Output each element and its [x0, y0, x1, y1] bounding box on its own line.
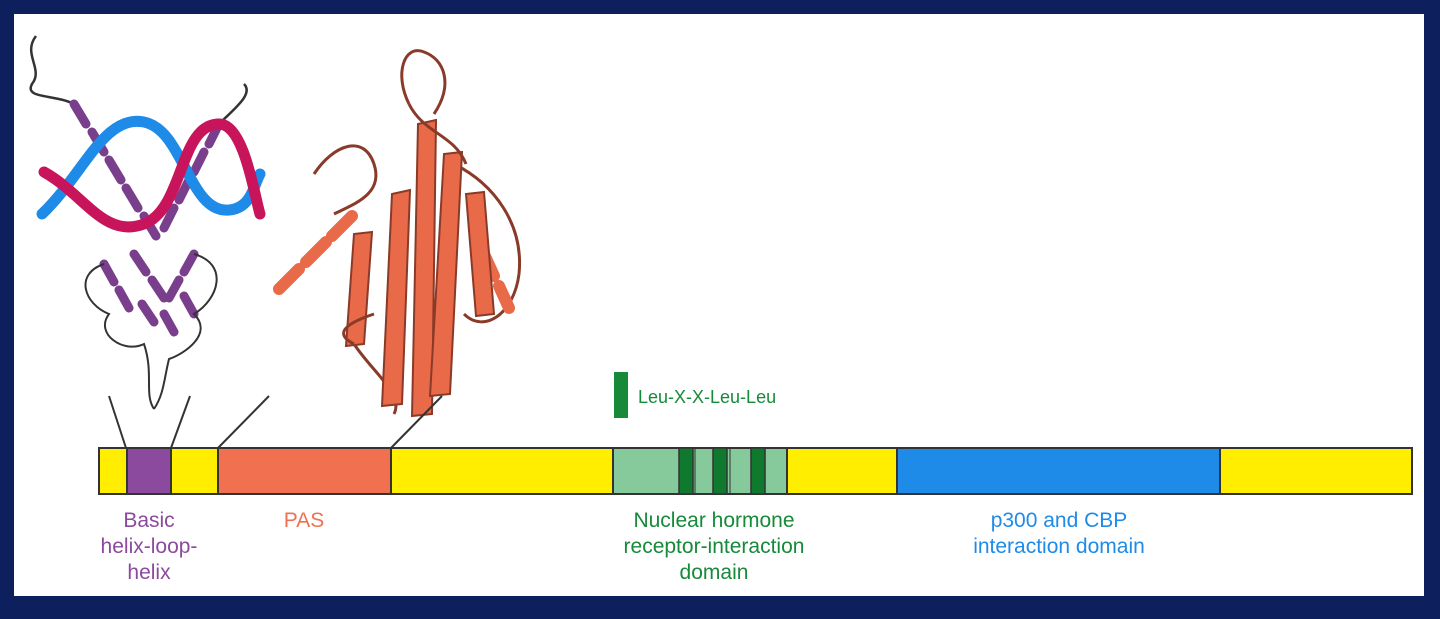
nhr-motif-band-2: [712, 447, 728, 495]
leu-motif-marker: [614, 372, 628, 418]
p300-label: p300 and CBP interaction domain: [973, 509, 1145, 558]
nhr-motif-band-3: [750, 447, 766, 495]
pas-label: PAS: [283, 509, 325, 532]
bhlh-dna-structure: [29, 35, 266, 410]
leu-motif-label: Leu-X-X-Leu-Leu: [638, 387, 777, 407]
bhlh-segment: [126, 447, 172, 495]
nhr-motif-band-1: [678, 447, 694, 495]
pas-segment: [217, 447, 392, 495]
domain-bar: [98, 447, 1413, 495]
diagram-artwork: [29, 35, 1413, 495]
p300-segment: [896, 447, 1221, 495]
connector-lines: [108, 395, 443, 449]
pas-structure: [273, 49, 522, 418]
nhr-label: Nuclear hormone receptor-interaction dom…: [623, 509, 805, 584]
bhlh-label: Basic helix-loop- helix: [100, 509, 198, 584]
diagram-panel: Leu-X-X-Leu-Leu Basic helix-loop- helix …: [14, 14, 1424, 596]
